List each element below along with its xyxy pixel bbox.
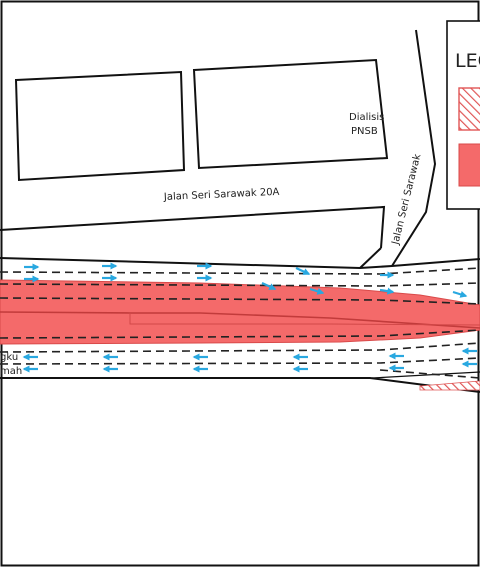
road-edge-jalan-seri-sarawak-left — [359, 247, 382, 269]
lane-dash-7 — [379, 369, 480, 379]
lane-arrow-icon — [295, 267, 311, 275]
lane-dash-5 — [0, 342, 480, 353]
main-road-top-edge — [0, 257, 480, 270]
main-road-bottom-edge-lower — [371, 371, 480, 379]
road-edge-jalan-seri-sarawak-right — [391, 29, 437, 267]
lane-arrow-icon — [309, 287, 325, 295]
road-edge-jalan-20a — [0, 205, 386, 249]
dialisis-label-line2: PNSB — [351, 126, 378, 137]
lane-arrows-east — [24, 262, 468, 298]
legend-swatch-solid — [458, 143, 480, 187]
building-block-left — [14, 70, 186, 182]
building-block-dialisis — [192, 58, 389, 170]
left-label-line1: gku — [0, 352, 18, 363]
works-zone-inner-line-2 — [129, 313, 480, 326]
lane-arrow-icon — [379, 287, 395, 295]
lane-dash-6 — [0, 357, 480, 365]
hatched-strip — [419, 380, 480, 391]
works-zone-inner-line — [0, 311, 480, 329]
legend-title: LEG — [455, 50, 480, 72]
lane-arrows-west — [22, 347, 477, 373]
legend: LEG — [446, 20, 480, 210]
lane-dash-4 — [0, 329, 480, 339]
lane-markings — [0, 267, 480, 379]
lane-arrow-icon — [452, 290, 468, 298]
road-label-jalan-seri-sarawak: Jalan Seri Sarawak — [390, 153, 423, 247]
lane-arrow-icon — [261, 282, 277, 290]
lane-dash-3 — [0, 297, 480, 305]
main-road-bottom-edge — [0, 377, 480, 393]
legend-swatch-hatched — [458, 87, 480, 131]
road-label-jalan-20a: Jalan Seri Sarawak 20A — [163, 187, 280, 203]
lane-dash-1 — [0, 267, 480, 275]
lane-dash-2 — [0, 282, 480, 287]
left-label-line2: mah — [0, 366, 22, 377]
dialisis-label-line1: Dialisis — [349, 112, 384, 123]
